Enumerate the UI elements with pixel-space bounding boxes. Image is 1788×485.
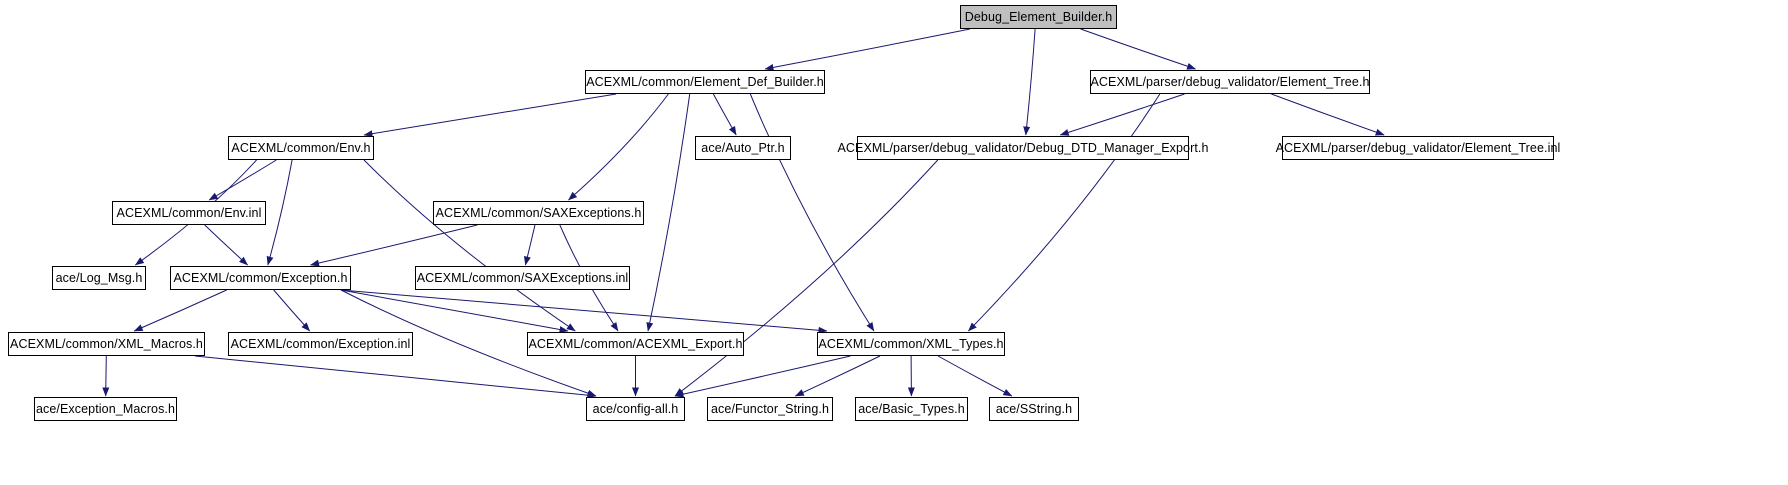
graph-edge [363, 159, 576, 332]
graph-edge [363, 93, 617, 138]
graph-node[interactable]: ACEXML/common/Element_Def_Builder.h [585, 70, 825, 94]
graph-edge [1023, 28, 1036, 136]
graph-node[interactable]: ace/Auto_Ptr.h [695, 136, 791, 160]
graph-edge [208, 159, 277, 201]
graph-edge [1271, 93, 1385, 136]
graph-edge [340, 289, 828, 334]
graph-edge [273, 289, 311, 332]
graph-edge [310, 224, 478, 267]
graph-node-label: ACEXML/parser/debug_validator/Element_Tr… [1275, 140, 1561, 155]
graph-edge [674, 159, 939, 397]
graph-node-label: ace/Basic_Types.h [858, 401, 965, 416]
graph-node-label: ace/Exception_Macros.h [35, 401, 176, 416]
graph-node[interactable]: ACEXML/parser/debug_validator/Element_Tr… [1276, 136, 1560, 160]
graph-edge [204, 224, 248, 266]
graph-node[interactable]: ACEXML/common/Env.inl [112, 201, 266, 225]
graph-node-label: ACEXML/common/XML_Types.h [818, 336, 1004, 351]
graph-edge [524, 224, 536, 266]
graph-node-label: ace/Functor_String.h [710, 401, 830, 416]
graph-node-label: ace/Auto_Ptr.h [701, 140, 785, 155]
graph-edge [794, 355, 881, 397]
graph-node[interactable]: ACEXML/parser/debug_validator/Element_Tr… [1090, 70, 1370, 94]
graph-node[interactable]: ACEXML/common/SAXExceptions.inl [415, 266, 630, 290]
graph-node-label: ACEXML/common/Element_Def_Builder.h [586, 74, 824, 89]
graph-edge [133, 289, 227, 332]
graph-node-label: ACEXML/common/SAXExceptions.h [435, 205, 642, 220]
graph-node-label: ACEXML/common/Exception.h [173, 270, 348, 285]
graph-node[interactable]: ACEXML/common/Exception.h [170, 266, 351, 290]
graph-edge [674, 355, 851, 398]
graph-edge [266, 159, 293, 266]
graph-edge [712, 93, 737, 136]
graph-node[interactable]: ace/config-all.h [586, 397, 685, 421]
graph-node[interactable]: ACEXML/common/XML_Macros.h [8, 332, 205, 356]
graph-node-label: ACEXML/common/Env.h [231, 140, 371, 155]
graph-node-label: Debug_Element_Builder.h [964, 9, 1113, 24]
graph-node-label: ACEXML/common/ACEXML_Export.h [528, 336, 743, 351]
graph-edge [968, 93, 1161, 332]
graph-node[interactable]: ACEXML/parser/debug_validator/Debug_DTD_… [837, 136, 1208, 160]
graph-node-label: ACEXML/common/XML_Macros.h [10, 336, 203, 351]
graph-edge [937, 355, 1013, 397]
graph-node-label: ACEXML/parser/debug_validator/Debug_DTD_… [837, 140, 1209, 155]
graph-node-label: ACEXML/parser/debug_validator/Element_Tr… [1090, 74, 1370, 89]
graph-node-label: ACEXML/common/Exception.inl [230, 336, 411, 351]
graph-edge [194, 355, 597, 399]
graph-node[interactable]: ACEXML/common/Env.h [228, 136, 374, 160]
graph-node[interactable]: ace/Basic_Types.h [855, 397, 968, 421]
graph-edge [568, 93, 669, 201]
graph-node[interactable]: ace/Exception_Macros.h [34, 397, 177, 421]
graph-node[interactable]: ace/Functor_String.h [707, 397, 833, 421]
graph-node-label: ace/config-all.h [592, 401, 679, 416]
graph-node[interactable]: ACEXML/common/Exception.inl [228, 332, 413, 356]
graph-edge [764, 28, 971, 71]
graph-node[interactable]: ace/SString.h [989, 397, 1079, 421]
graph-node[interactable]: ACEXML/common/SAXExceptions.h [433, 201, 644, 225]
graph-node-label: ace/SString.h [995, 401, 1073, 416]
graph-edge [1059, 93, 1185, 136]
graph-edge [749, 93, 875, 332]
graph-node-label: ace/Log_Msg.h [55, 270, 143, 285]
graph-edge [646, 93, 691, 332]
graph-edge [1080, 28, 1197, 70]
graph-node-label: ACEXML/common/Env.inl [116, 205, 262, 220]
graph-node[interactable]: ACEXML/common/XML_Types.h [817, 332, 1005, 356]
graph-edge [340, 289, 569, 333]
graph-node[interactable]: ACEXML/common/ACEXML_Export.h [527, 332, 744, 356]
graph-node-label: ACEXML/common/SAXExceptions.inl [416, 270, 629, 285]
graph-node[interactable]: Debug_Element_Builder.h [960, 5, 1117, 29]
graph-edge [102, 355, 110, 397]
graph-node[interactable]: ace/Log_Msg.h [52, 266, 146, 290]
